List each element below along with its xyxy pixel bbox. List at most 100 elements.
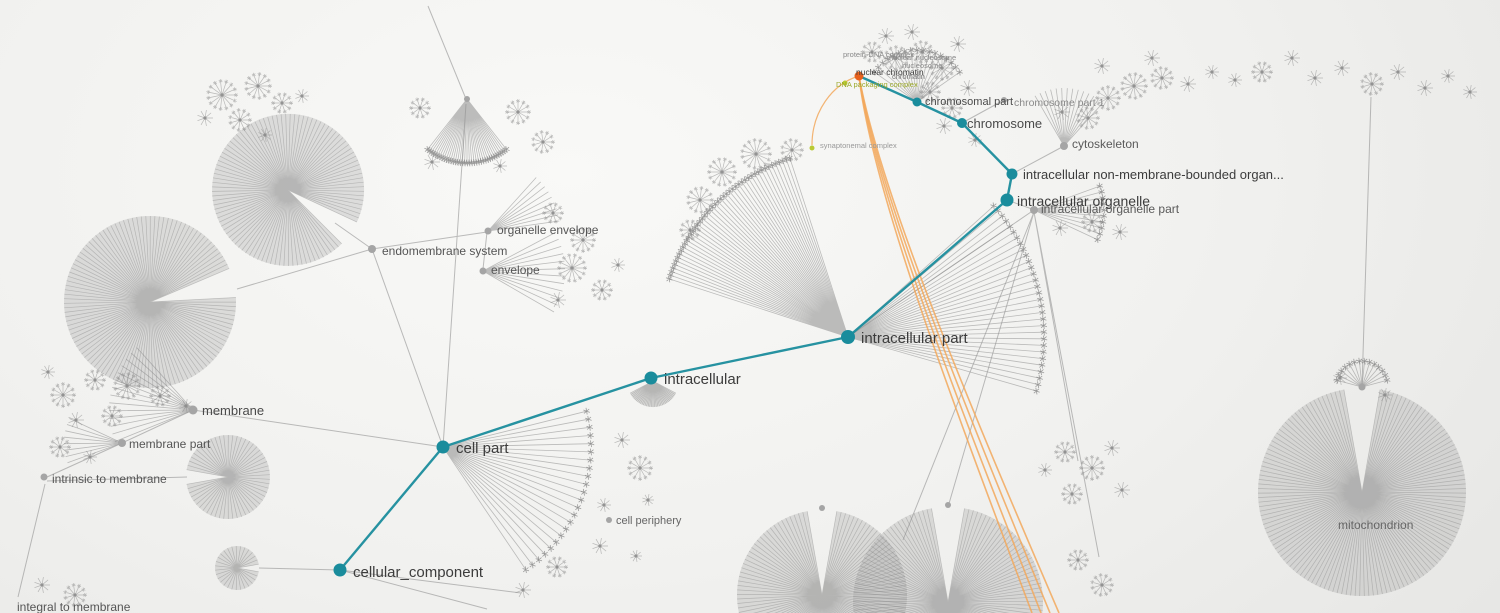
term-label: chromosome (967, 116, 1042, 131)
burst-center-node (1120, 488, 1124, 492)
node-cell_periphery[interactable] (606, 517, 612, 523)
burst-center-node (1423, 86, 1427, 90)
leaf-burst (1054, 104, 1070, 120)
disc-spokes (63, 215, 237, 389)
burst-center-node (1290, 56, 1294, 60)
burst-center-node (754, 152, 758, 156)
term-label: intracellular part (861, 330, 969, 347)
node-disc_apex_a[interactable] (819, 505, 825, 511)
leaf-burst (83, 369, 107, 391)
node-chromosome_part_1[interactable] (1001, 97, 1007, 103)
node-organelle_envelope[interactable] (484, 227, 492, 235)
leaf-burst (1307, 70, 1323, 86)
node-synaptonemal_complex[interactable] (809, 145, 815, 151)
node-fan_apex_top[interactable] (464, 96, 470, 102)
disc-spokes (629, 380, 677, 407)
burst-center-node (1106, 96, 1110, 100)
burst-center-node (555, 565, 559, 569)
leaf-burst (556, 253, 588, 283)
burst-center-node (1090, 220, 1094, 224)
collapsed-subtree-disc (630, 381, 676, 408)
burst-center-node (1090, 466, 1094, 470)
burst-center-node (184, 404, 188, 408)
node-cytoskeleton[interactable] (1060, 142, 1068, 150)
term-label: membrane (202, 403, 264, 418)
burst-center-node (942, 124, 946, 128)
node-dna_packaging_complex[interactable] (842, 80, 848, 86)
burst-center-node (894, 56, 898, 60)
burst-center-node (1060, 110, 1064, 114)
node-envelope[interactable] (479, 267, 487, 275)
fan-edges (442, 410, 592, 570)
node-intracellular[interactable] (644, 371, 658, 385)
burst-center-node (910, 30, 914, 34)
node-intracellular_organelle_part[interactable] (1030, 206, 1038, 214)
fan-edges (847, 205, 1045, 392)
burst-center-node (516, 110, 520, 114)
term-label: intracellular non-membrane-bounded organ… (1023, 167, 1284, 182)
burst-center-node (950, 106, 954, 110)
term-label: nuclear chromatin (856, 67, 924, 77)
fan-edges (874, 50, 960, 103)
fan-edges (669, 158, 849, 338)
leaf-burst (630, 550, 642, 562)
burst-center-node (598, 544, 602, 548)
node-chromosomal_part[interactable] (912, 97, 922, 107)
node-intrinsic_to_membrane[interactable] (40, 473, 48, 481)
burst-center-node (1186, 82, 1190, 86)
collapsed-subtree-disc (212, 113, 365, 266)
burst-center-node (1043, 468, 1047, 472)
disc-spokes (1257, 389, 1467, 597)
burst-center-node (870, 50, 874, 54)
burst-center-node (928, 90, 932, 94)
leaf-burst (41, 365, 55, 379)
node-cell_part[interactable] (436, 440, 450, 454)
node-membrane[interactable] (188, 405, 198, 415)
leaf-burst (515, 582, 531, 598)
leaf-burst (950, 36, 966, 52)
node-non_membrane_organelle[interactable] (1006, 168, 1018, 180)
burst-center-node (1132, 84, 1136, 88)
node-membrane_part[interactable] (118, 439, 126, 447)
node-mitochondrion_apex[interactable] (1358, 383, 1366, 391)
disc-spokes (736, 511, 908, 613)
node-chromosome[interactable] (957, 118, 967, 128)
leaf-burst (904, 24, 920, 40)
leaf-burst (113, 372, 142, 400)
tree-edges (17, 5, 1372, 610)
leaf-burst (590, 279, 614, 301)
node-disc_apex_b[interactable] (945, 502, 951, 508)
leaf-burst (1053, 441, 1077, 463)
burst-center-node (498, 164, 502, 168)
leaf-burst (100, 405, 124, 427)
leaf-burst (1066, 549, 1090, 571)
node-endomembrane_system[interactable] (368, 245, 376, 253)
leaf-burst (1333, 371, 1347, 385)
burst-center-node (220, 93, 224, 97)
burst-center-node (570, 266, 574, 270)
term-label: protein-DNA complex (843, 50, 914, 59)
burst-center-node (1210, 70, 1214, 74)
node-intracellular_part[interactable] (841, 330, 855, 344)
node-cellular_component[interactable] (333, 563, 347, 577)
burst-center-node (551, 211, 555, 215)
burst-center-node (61, 393, 65, 397)
fan-leaf-glyphs (990, 202, 1048, 395)
burst-center-node (1313, 76, 1317, 80)
term-label: cytoskeleton (1072, 137, 1139, 151)
leaf-burst (295, 89, 309, 103)
leaf-burst (706, 157, 738, 187)
node-nuclear_chromatin[interactable] (854, 71, 864, 81)
node-intracellular_organelle[interactable] (1000, 193, 1014, 207)
burst-center-node (1058, 226, 1062, 230)
burst-center-node (263, 133, 267, 137)
leaf-burst (1378, 388, 1392, 402)
burst-center-node (1468, 90, 1472, 94)
disc-spokes (186, 434, 270, 520)
leaf-burst (928, 54, 956, 82)
leaf-burst (1080, 211, 1104, 233)
leaf-burst (1038, 463, 1052, 477)
burst-center-node (1446, 74, 1450, 78)
